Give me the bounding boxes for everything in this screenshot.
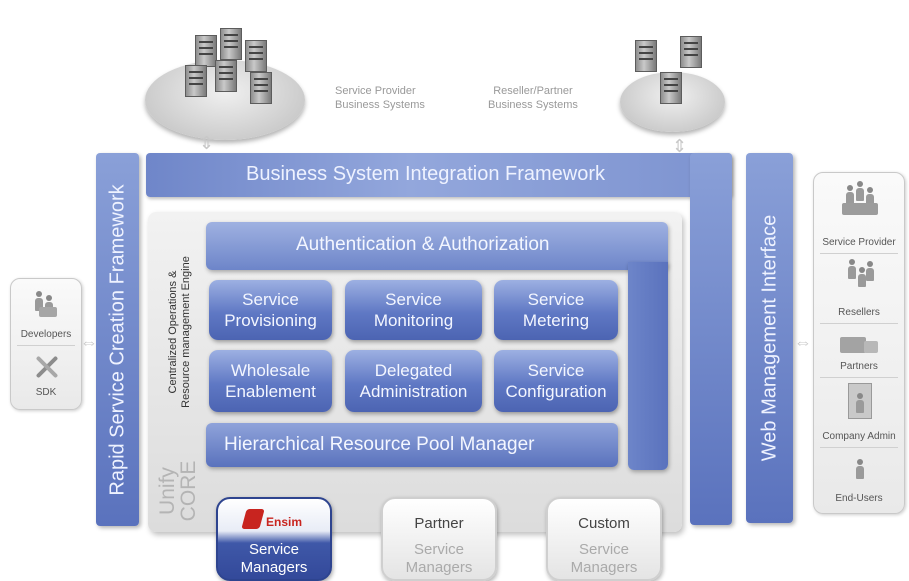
service-provider-label: Service Provider Business Systems [335, 85, 425, 111]
server-icon [635, 40, 657, 72]
web-interface-label: Web Management Interface [758, 214, 780, 462]
web-management-interface: Web Management Interface [746, 153, 793, 523]
server-icon [185, 65, 207, 97]
server-icon [195, 35, 217, 67]
service-provider-servers [145, 20, 305, 145]
parallels-service-managers: Ensim Service Managers [216, 497, 332, 581]
auth-right-leg [628, 262, 668, 470]
sdk-label: SDK [35, 387, 57, 398]
server-icon [245, 40, 267, 72]
divider [17, 345, 75, 346]
logo-mark-icon [241, 509, 265, 529]
company-admin-label: Company Admin [822, 431, 896, 442]
unify-core-label: Unify CORE [156, 460, 200, 522]
server-icon [250, 72, 272, 104]
end-users-icon [854, 457, 868, 485]
business-framework-right-leg [690, 153, 732, 525]
business-integration-framework: Business System Integration Framework [146, 153, 732, 197]
ensim-logo: Ensim [241, 509, 304, 531]
divider [820, 253, 898, 254]
sdk-tools-icon [33, 353, 61, 381]
divider [820, 447, 898, 448]
resellers-label: Resellers [838, 307, 880, 318]
server-icon [660, 72, 682, 104]
rapid-service-creation-framework: Rapid Service Creation Framework [96, 153, 139, 526]
double-arrow-icon: ⇔ [80, 332, 98, 352]
developers-label: Developers [20, 329, 72, 340]
auth-label: Authentication & Authorization [296, 234, 550, 255]
divider [820, 377, 898, 378]
user-groups-panel: Service Provider Resellers Partners Comp… [813, 172, 905, 514]
resellers-icon [846, 259, 876, 293]
double-arrow-icon: ⇕ [199, 133, 215, 153]
resource-pool-label: Hierarchical Resource Pool Manager [224, 434, 535, 455]
partners-icon [840, 331, 880, 357]
partners-label: Partners [840, 361, 878, 372]
divider [820, 323, 898, 324]
double-arrow-icon: ⇕ [672, 136, 688, 156]
auth-bar: Authentication & Authorization [206, 222, 668, 270]
engine-label: Centralized Operations & Resource manage… [167, 256, 192, 408]
double-arrow-icon: ⇔ [794, 332, 812, 352]
reseller-servers [620, 32, 725, 140]
service-provider-user-label: Service Provider [822, 237, 896, 248]
company-admin-icon [846, 383, 876, 421]
server-icon [220, 28, 242, 60]
developers-icon [31, 289, 63, 319]
end-users-label: End-Users [835, 493, 883, 504]
custom-service-managers: Custom Service Managers [546, 497, 662, 581]
developers-panel: Developers SDK [10, 278, 82, 410]
service-provider-icon [842, 181, 878, 217]
rapid-framework-label: Rapid Service Creation Framework [106, 183, 128, 496]
reseller-label: Reseller/Partner Business Systems [488, 85, 578, 111]
resource-pool-bar: Hierarchical Resource Pool Manager [206, 423, 618, 467]
server-icon [215, 60, 237, 92]
partner-service-managers: Partner Service Managers [381, 497, 497, 581]
server-icon [680, 36, 702, 68]
business-framework-label: Business System Integration Framework [246, 163, 606, 185]
